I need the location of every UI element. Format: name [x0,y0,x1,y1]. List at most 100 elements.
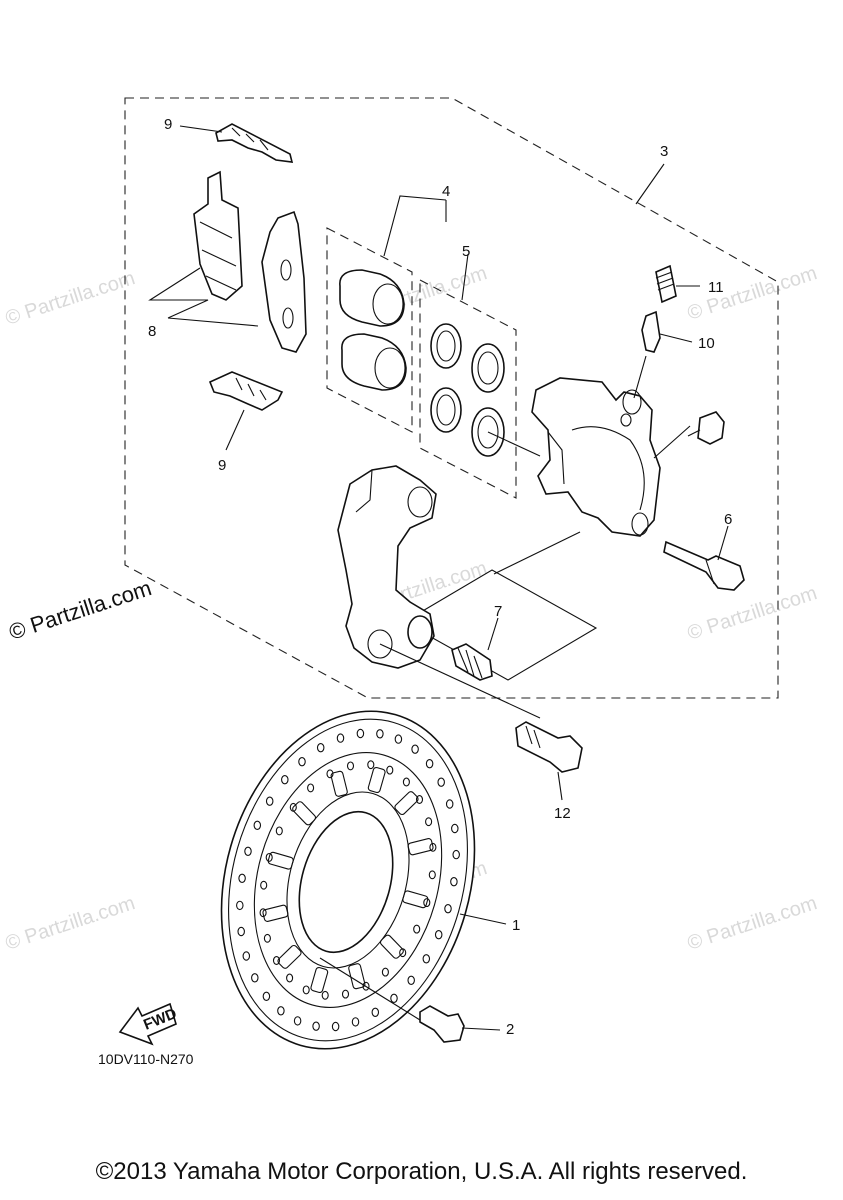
disc-hole [428,870,436,880]
disc-hole [260,880,268,890]
disc-hole [450,876,458,887]
disc-hole [444,903,452,914]
watermark-2: © Partzilla.com [685,582,820,645]
disc-hole [321,990,329,1000]
disc-hole [281,774,289,785]
piston-lower [341,333,407,391]
callout-9-bottom: 9 [218,457,226,474]
disc-hole [262,991,271,1002]
disc-holes-inner [259,760,437,1000]
disc-hole [307,783,315,793]
disc-hole [346,761,355,771]
disc-slot [367,766,386,794]
callout-1: 1 [512,917,520,934]
mounting-bolt [515,721,583,773]
disc-hole [376,729,384,739]
pin-boot-group-boundary [402,569,598,681]
callout-numbers: 9 8 9 4 5 3 11 10 6 7 12 1 2 [148,116,732,1038]
disc-hole [402,777,410,787]
disc-slot [267,851,294,870]
disc-hole [275,826,283,836]
piston-upper [339,269,405,327]
pad-spring-bottom [208,371,284,411]
bleed-cap [655,264,677,304]
leader-lines [148,125,729,1031]
piston-seals [430,323,505,457]
piston-group-boundary [326,227,413,433]
watermark-1: © Partzilla.com [3,267,138,330]
disc-hole [425,758,434,769]
callout-9-top: 9 [164,116,172,133]
disc-holes-outer [236,728,460,1032]
caliper-body [531,377,661,537]
watermark-5: © Partzilla.com [685,892,820,955]
callout-12: 12 [554,805,571,822]
disc-hole [251,973,259,983]
callout-8: 8 [148,323,156,340]
disc-hole [263,933,271,943]
disc-hole [265,796,274,806]
disc-slot [277,944,302,969]
disc-hole [445,799,454,809]
disc-slot [402,890,429,909]
disc-hole [272,956,281,965]
watermark-main: © Partzilla.com [6,575,155,645]
disc-slot [330,770,348,797]
caliper-bracket [337,465,437,669]
disc-hole [331,1021,340,1032]
disc-slot [310,966,329,994]
disc-hole [259,908,267,918]
slide-pin-bolt [663,540,745,591]
disc-hole [244,846,252,857]
disc-hole [298,756,306,767]
disc-bolt [419,1005,465,1043]
disc-hole [277,1006,285,1016]
disc-hole [236,900,244,911]
disc-hole [326,769,334,779]
disc-hole [452,849,460,860]
diagram-code: 10DV110-N270 [98,1051,194,1067]
disc-hole [362,981,370,991]
disc-hole [336,733,345,743]
disc-hole [237,926,245,937]
disc-hole [415,795,424,804]
disc-hole [238,873,246,884]
disc-hole [411,744,419,754]
disc-hole [265,852,273,862]
disc-hole [407,975,415,986]
disc-slot [379,934,404,959]
disc-slot [262,904,289,922]
disc-hole [367,760,375,770]
disc-hole [351,1017,360,1027]
disc-hole [413,924,421,934]
callout-10: 10 [698,335,715,352]
disc-hole [423,898,431,908]
disc-hole [425,817,433,827]
pin-boot [451,643,493,681]
callout-11: 11 [708,279,724,296]
disc-slot [394,791,419,816]
copyright-footer: ©2013 Yamaha Motor Corporation, U.S.A. A… [95,1158,748,1185]
disc-hole [422,954,431,964]
callout-7: 7 [494,603,502,620]
disc-slot [407,838,434,856]
watermark-3: © Partzilla.com [685,262,820,325]
disc-hole [293,1016,302,1026]
disc-hole [286,973,294,983]
disc-hole [356,728,365,739]
disc-hole [242,951,251,961]
callout-5: 5 [462,243,470,260]
disc-hole [437,777,445,787]
disc-hole [371,1007,380,1018]
disc-slot [292,801,317,826]
pad-spring-top [215,123,294,163]
brake-pad-right [261,210,307,353]
disc-hole [390,993,398,1004]
callout-4: 4 [442,183,450,200]
disc-hole [451,823,459,834]
disc-hole [302,985,310,995]
caliper-assembly-boundary [124,97,779,699]
disc-hole [312,1021,320,1031]
watermark-4: © Partzilla.com [3,892,138,955]
callout-3: 3 [660,143,668,160]
